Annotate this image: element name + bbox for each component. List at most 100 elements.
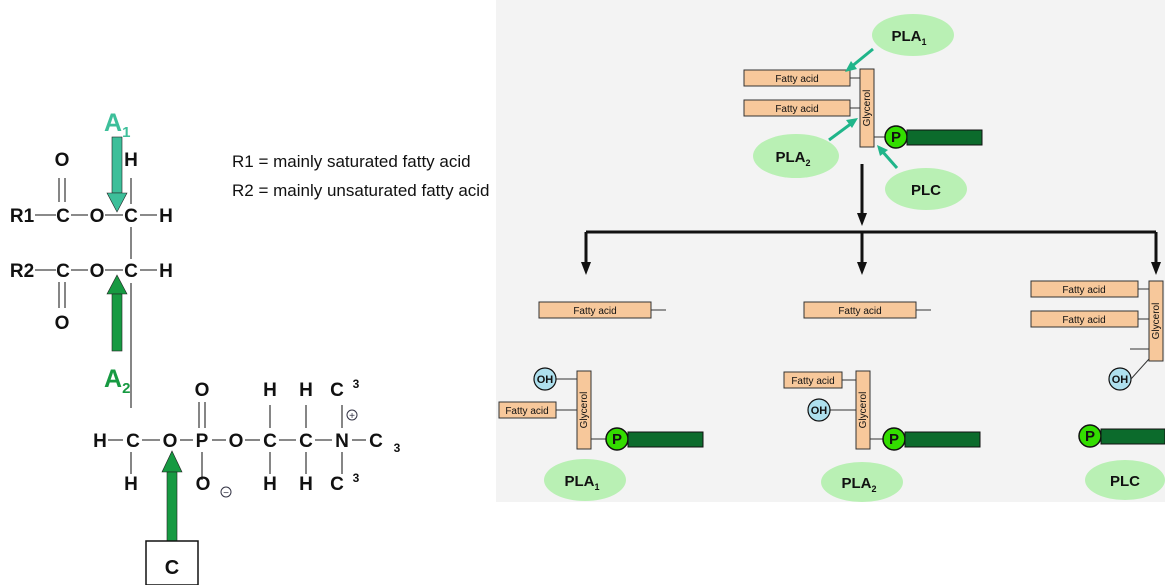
pla1-free-fatty-acid: Fatty acid [538, 301, 666, 319]
pla1-headgroup [627, 431, 704, 448]
branch-arrows [581, 164, 1161, 275]
label-a2: A2 [104, 365, 130, 397]
note-r1: R1 = mainly saturated fatty acid [232, 152, 471, 171]
enzyme-pla1-top: PLA1 [872, 14, 954, 56]
svg-text:+: + [349, 411, 355, 422]
svg-text:H: H [93, 431, 107, 452]
pla1-label: PLA1 [544, 459, 626, 501]
arrow-c [161, 450, 183, 543]
svg-text:O: O [196, 474, 211, 495]
pla2-label: PLA2 [821, 462, 903, 502]
label-c-box: C [145, 540, 199, 585]
svg-text:C: C [330, 380, 344, 401]
svg-text:C: C [165, 557, 179, 579]
pla1-fatty-acid: Fatty acid [498, 401, 557, 419]
top-molecule: Fatty acid Fatty acid Glycerol P [743, 68, 983, 149]
top-headgroup [906, 129, 983, 146]
arrow-a2 [106, 274, 128, 352]
svg-text:P: P [196, 431, 209, 452]
top-glycerol: Glycerol [859, 68, 875, 148]
pla2-glycerol: Glycerol [855, 370, 871, 450]
label-a1: A1 [104, 109, 130, 141]
plc-product: Fatty acid Fatty acid Glycerol OH P PLC [1030, 280, 1165, 500]
phosphatidylcholine-structure: A1 A2 C O H R1 C O C H R2 C O C H O O H … [10, 109, 490, 585]
svg-text:P: P [889, 431, 899, 448]
svg-text:R1: R1 [10, 206, 35, 227]
svg-text:O: O [90, 261, 105, 282]
svg-text:C: C [126, 431, 140, 452]
svg-text:H: H [263, 380, 277, 401]
phospholipase-diagram: Fatty acid Fatty acid Glycerol P PLA1 PL… [496, 0, 1165, 502]
charge-minus: − [220, 486, 232, 499]
svg-text:C: C [124, 261, 138, 282]
svg-text:C: C [299, 431, 313, 452]
svg-text:C: C [263, 431, 277, 452]
svg-text:Fatty acid: Fatty acid [505, 406, 548, 417]
note-r2: R2 = mainly unsaturated fatty acid [232, 181, 490, 200]
plc-fatty-acid-2: Fatty acid [1030, 310, 1139, 328]
pla1-hydroxyl: OH [533, 367, 557, 391]
cleavage-arrows [828, 47, 899, 169]
svg-text:PLA2: PLA2 [775, 149, 810, 168]
svg-text:O: O [90, 206, 105, 227]
plc-phosphate: P [1078, 424, 1102, 448]
svg-text:O: O [55, 150, 70, 171]
pla2-headgroup [904, 431, 981, 448]
plc-headgroup [1100, 428, 1165, 445]
svg-text:H: H [263, 474, 277, 495]
svg-text:Fatty acid: Fatty acid [1062, 285, 1105, 296]
pla1-glycerol: Glycerol [576, 370, 592, 450]
svg-text:C: C [124, 206, 138, 227]
svg-text:Glycerol: Glycerol [1151, 303, 1162, 340]
atom-labels: O H R1 C O C H R2 C O C H O O H H C 3 H … [10, 150, 401, 495]
svg-text:O: O [55, 313, 70, 334]
svg-text:Fatty acid: Fatty acid [791, 376, 834, 387]
svg-text:R2: R2 [10, 261, 34, 282]
svg-text:C: C [369, 431, 383, 452]
svg-text:O: O [229, 431, 244, 452]
top-fatty-acid-1: Fatty acid [743, 69, 851, 87]
plc-fatty-acid-1: Fatty acid [1030, 280, 1139, 298]
plc-hydroxyl: OH [1108, 367, 1132, 391]
svg-text:P: P [1085, 428, 1095, 445]
arrow-a1 [106, 136, 128, 213]
charge-plus: + [346, 409, 358, 422]
enzyme-plc-top: PLC [885, 168, 967, 210]
svg-text:OH: OH [537, 374, 554, 386]
top-fatty-acid-2: Fatty acid [743, 99, 851, 117]
svg-text:PLA1: PLA1 [564, 473, 599, 492]
top-phosphate: P [884, 125, 908, 149]
svg-text:PLA1: PLA1 [891, 28, 926, 47]
plc-glycerol: Glycerol [1148, 280, 1164, 362]
pla2-free-fatty-acid: Fatty acid [803, 301, 931, 319]
svg-text:H: H [159, 261, 173, 282]
svg-text:P: P [891, 129, 901, 146]
svg-text:C: C [330, 474, 344, 495]
svg-text:Fatty acid: Fatty acid [775, 74, 818, 85]
svg-text:PLC: PLC [911, 182, 941, 199]
svg-text:H: H [159, 206, 173, 227]
pla2-phosphate: P [882, 427, 906, 451]
svg-text:Fatty acid: Fatty acid [838, 306, 881, 317]
svg-text:Glycerol: Glycerol [579, 392, 590, 429]
svg-text:H: H [299, 380, 313, 401]
svg-text:−: − [223, 488, 229, 499]
svg-text:H: H [299, 474, 313, 495]
svg-text:3: 3 [394, 441, 401, 455]
svg-text:O: O [195, 380, 210, 401]
pla2-hydroxyl: OH [807, 398, 831, 422]
svg-text:Glycerol: Glycerol [862, 90, 873, 127]
svg-text:H: H [124, 474, 138, 495]
svg-text:3: 3 [353, 377, 360, 391]
svg-text:OH: OH [1112, 374, 1129, 386]
svg-text:Fatty acid: Fatty acid [1062, 315, 1105, 326]
enzyme-pla2-top: PLA2 [753, 134, 839, 178]
svg-text:PLA2: PLA2 [841, 475, 876, 494]
svg-text:OH: OH [811, 405, 828, 417]
svg-text:PLC: PLC [1110, 473, 1140, 490]
bond-lines [35, 178, 366, 480]
pla1-phosphate: P [605, 427, 629, 451]
svg-text:Glycerol: Glycerol [858, 392, 869, 429]
svg-text:C: C [56, 261, 70, 282]
plc-label: PLC [1085, 460, 1165, 500]
